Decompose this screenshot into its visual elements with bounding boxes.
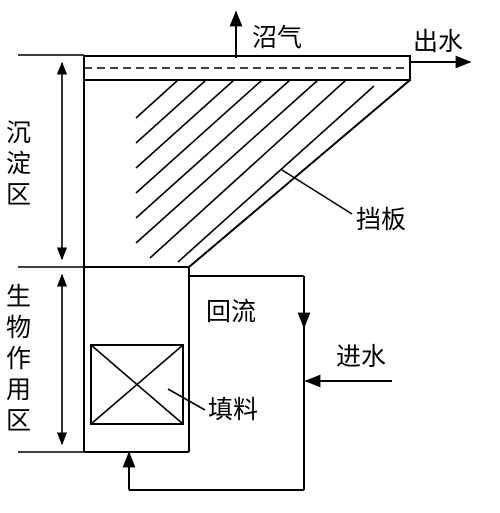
bio-zone-dimension <box>18 273 84 453</box>
recirculation-label: 回流 <box>206 297 256 326</box>
bio-zone-label: 生 物 作 用 区 <box>6 282 31 435</box>
surface-layer <box>83 55 411 81</box>
svg-text:作: 作 <box>6 344 31 373</box>
svg-text:生: 生 <box>6 282 31 311</box>
inlet-label: 进水 <box>336 342 386 371</box>
settling-zone-dimension <box>18 54 84 268</box>
svg-text:用: 用 <box>6 375 31 404</box>
packing-label: 填料 <box>208 395 258 424</box>
baffle-plates <box>135 79 375 263</box>
svg-text:淀: 淀 <box>6 149 31 178</box>
baffle-leader <box>281 169 353 215</box>
svg-text:区: 区 <box>6 180 31 209</box>
svg-text:区: 区 <box>6 406 31 435</box>
packing-box <box>90 344 184 425</box>
settling-zone-label: 沉 淀 区 <box>6 118 31 209</box>
reactor-outline <box>83 79 411 453</box>
svg-text:沉: 沉 <box>6 118 31 147</box>
baffle-label: 挡板 <box>356 205 406 234</box>
outlet-label: 出水 <box>413 27 463 56</box>
recirculation-line <box>122 275 311 491</box>
packing-leader <box>167 388 206 411</box>
svg-text:物: 物 <box>6 313 31 342</box>
biogas-label: 沼气 <box>252 23 302 52</box>
